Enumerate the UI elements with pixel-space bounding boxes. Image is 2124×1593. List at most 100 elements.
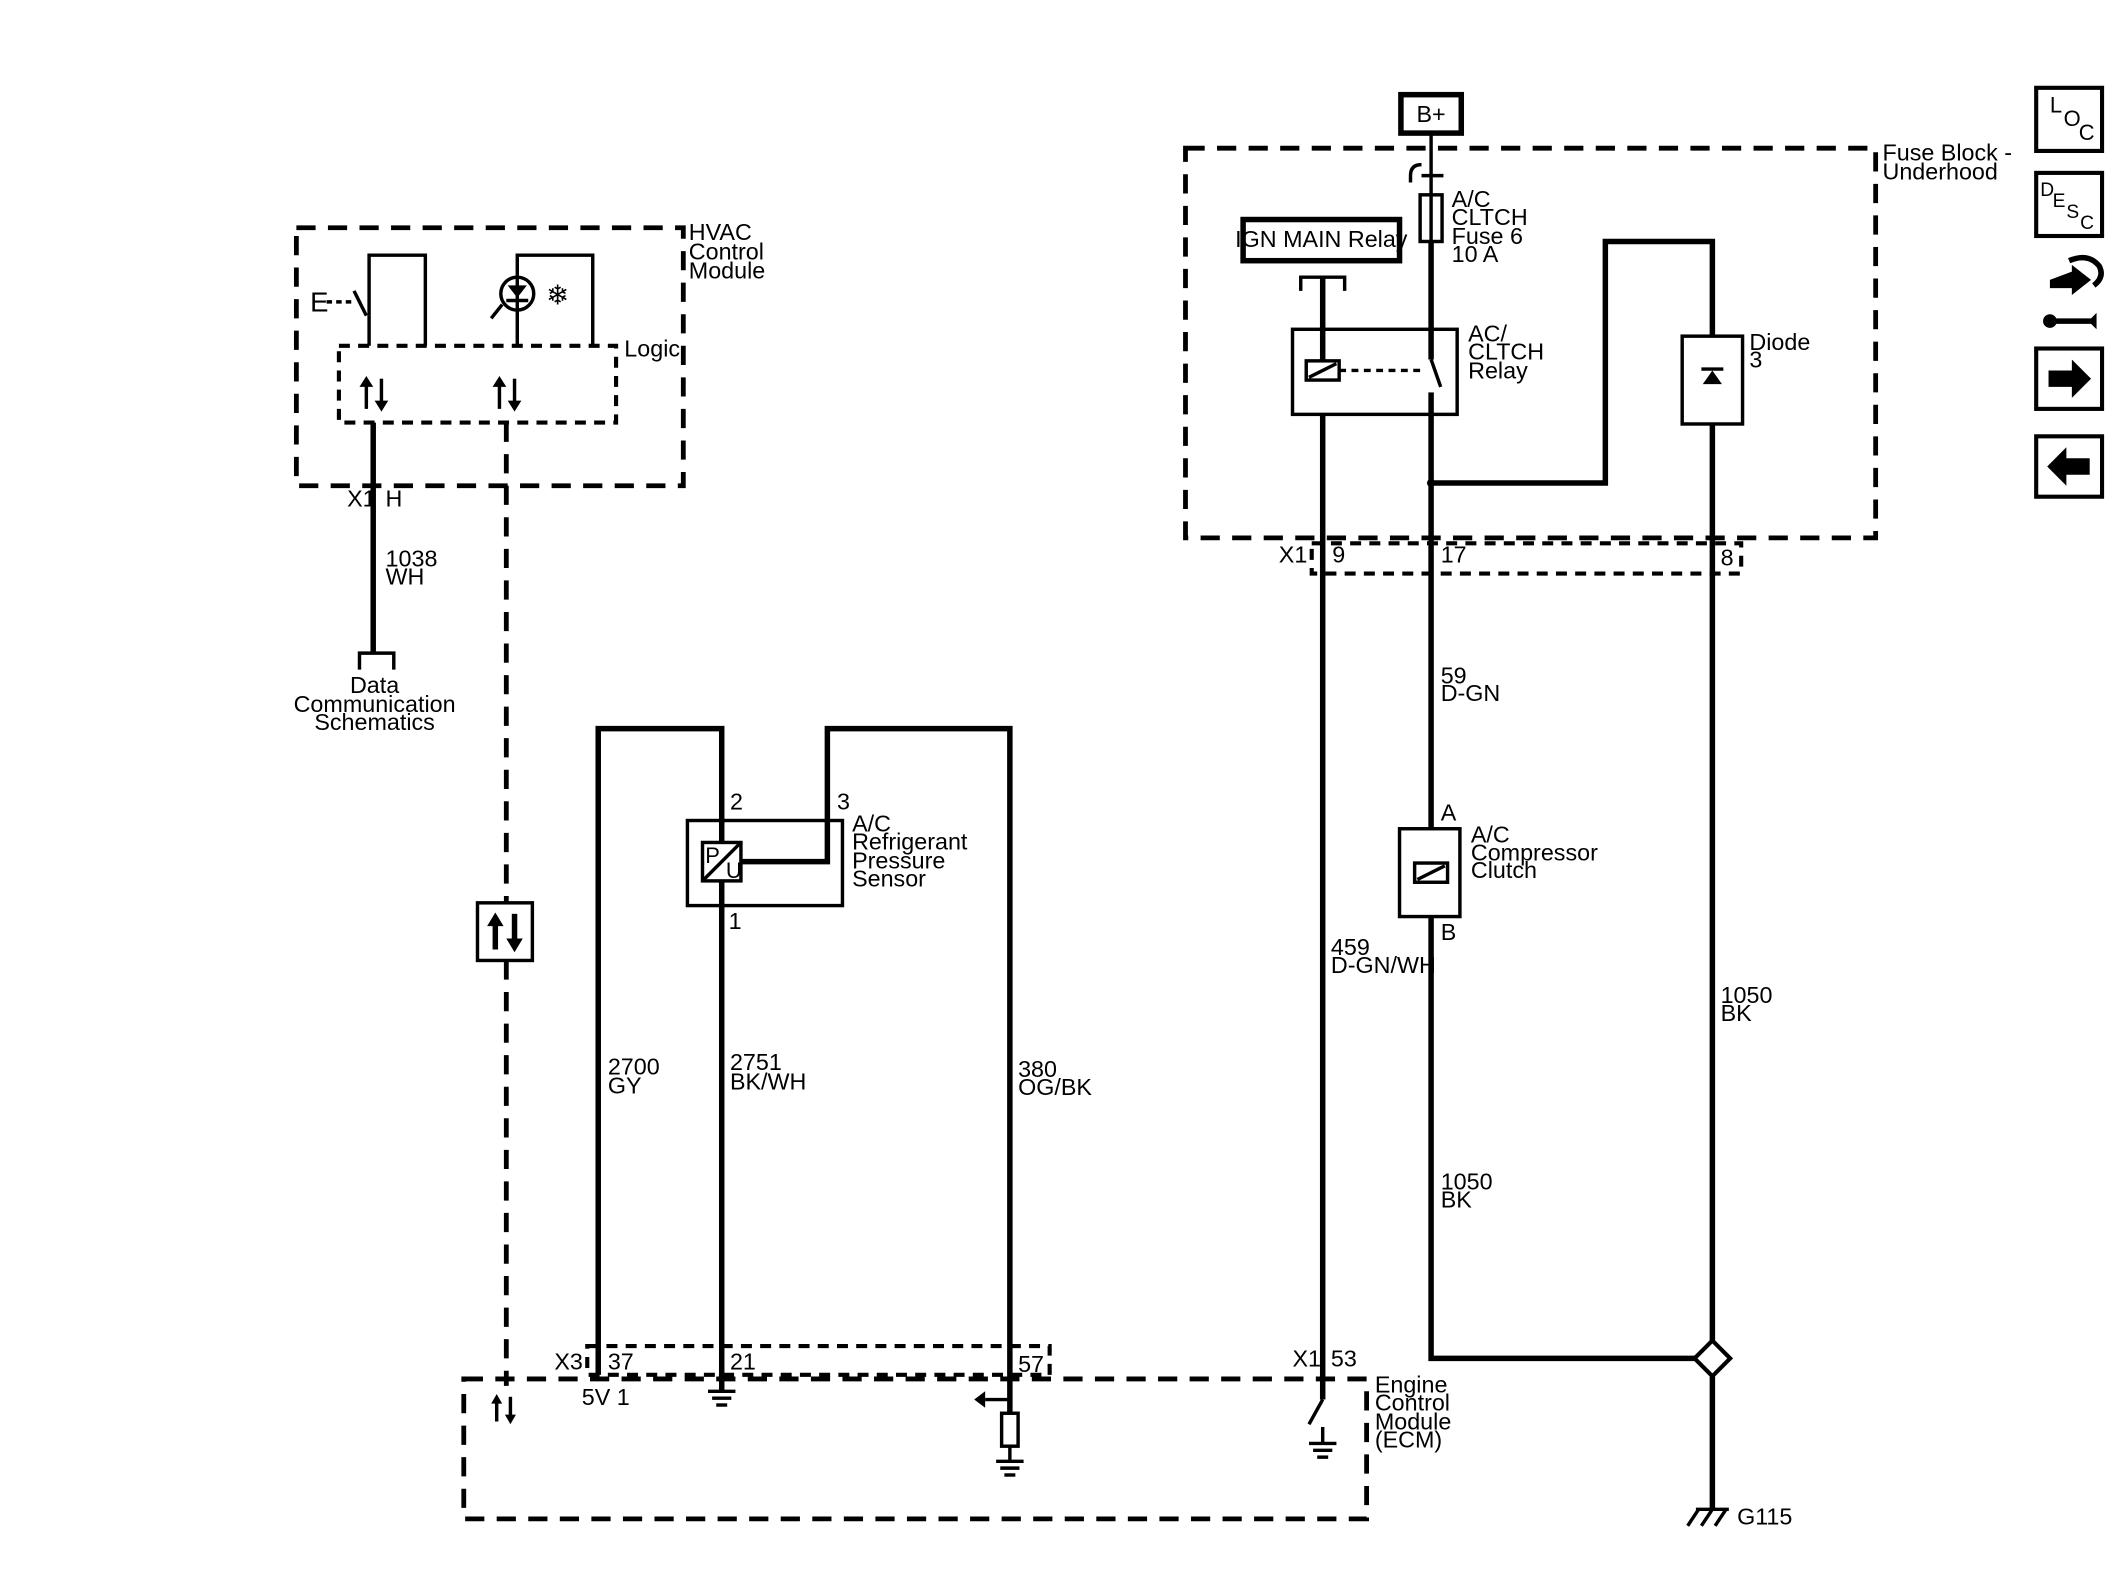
wire-2751-color: BK/WH [730, 1068, 806, 1094]
relay-label-2: CLTCH [1468, 338, 1544, 364]
hvac-e-symbol: E [310, 286, 328, 317]
ecm-x1-label: X1 [1293, 1346, 1322, 1372]
hvac-label-2: Control [689, 238, 764, 264]
driver-switch-icon [1307, 1398, 1325, 1426]
data-comm-symbol [357, 651, 396, 670]
location-button[interactable]: L O C [2034, 85, 2105, 153]
ecm-pin-37: 37 [608, 1348, 634, 1374]
fb-pin-17: 17 [1441, 542, 1467, 568]
clutch-pin-b: B [1441, 919, 1457, 945]
wire-2700 [595, 725, 725, 1375]
hvac-label-3: Module [689, 258, 765, 284]
desc-e: E [2053, 191, 2066, 212]
desc-d: D [2040, 180, 2054, 201]
data-comm-label-2: Communication [294, 691, 456, 717]
desc-c: C [2080, 213, 2094, 234]
sensor-label-4: Sensor [852, 865, 926, 891]
diode-3: Diode 3 [1680, 329, 1810, 426]
serial-data-icon [475, 901, 535, 963]
battery-label: B+ [1417, 101, 1446, 127]
hvac-label-1: HVAC [689, 219, 752, 245]
data-comm-label-3: Schematics [314, 709, 435, 735]
engine-control-module: X3 37 21 57 X1 53 5V 1 Engine Control Mo… [461, 1343, 1451, 1522]
fuse-label-2: CLTCH [1452, 204, 1528, 230]
ecm-label-2: Control [1375, 1390, 1450, 1416]
wire-1050a-color: BK [1441, 1186, 1473, 1212]
ecm-5v-ref: 5V 1 [582, 1384, 630, 1410]
ground-icon [996, 1459, 1024, 1477]
sensor-pin-2: 2 [730, 789, 743, 815]
wire-1050-clutch [1428, 916, 1695, 1362]
ign-main-relay-box [1240, 216, 1403, 264]
sensor-label-3: Pressure [852, 848, 945, 874]
hvac-control-module: E ❄ HVAC Control Module Logic [293, 219, 765, 489]
splice-icon [1691, 1337, 1734, 1380]
wire-380-number: 380 [1018, 1056, 1057, 1082]
wire-459-color: D-GN/WH [1331, 952, 1436, 978]
loc-c: C [2079, 120, 2095, 145]
ground-g115-label: G115 [1737, 1503, 1792, 1529]
resistor-icon [999, 1411, 1020, 1448]
wire-1038-color: WH [386, 564, 425, 590]
wire-2700-color: GY [608, 1073, 642, 1099]
wire-1050b-color: BK [1721, 1000, 1753, 1026]
ac-compressor-clutch: A B A/C Compressor Clutch [1397, 800, 1598, 945]
fb-pin-9: 9 [1332, 542, 1345, 568]
data-arrows-icon [491, 1394, 516, 1425]
desc-s: S [2066, 202, 2079, 223]
wire-380-color: OG/BK [1018, 1074, 1092, 1100]
arrow-right-icon [2048, 359, 2092, 398]
wire-459-number: 459 [1331, 934, 1370, 960]
loc-o: O [2064, 106, 2081, 131]
loc-l: L [2050, 93, 2062, 118]
battery-box [1398, 91, 1465, 136]
sensor-pin-1: 1 [729, 908, 742, 934]
fuse-block-label-1: Fuse Block - [1883, 140, 2013, 166]
ecm-label-4: (ECM) [1375, 1427, 1442, 1453]
ecm-label-1: Engine [1375, 1372, 1448, 1398]
ecm-pin-57: 57 [1018, 1351, 1044, 1377]
ecm-pin-21: 21 [730, 1348, 756, 1374]
relay-label-1: AC/ [1468, 321, 1507, 347]
fb-x1-label: X1 [1279, 542, 1308, 568]
hvac-connector-label: X1 [347, 485, 376, 511]
wire-1050a-number: 1050 [1441, 1169, 1493, 1195]
wire-380 [824, 725, 1013, 1414]
ground-icon [1308, 1441, 1337, 1459]
wire-59-number: 59 [1441, 662, 1467, 688]
data-comm-label-1: Data [350, 672, 399, 698]
sensor-p-label: P [705, 843, 720, 868]
connector-tools-icon [2043, 254, 2104, 330]
fb-pin-8: 8 [1721, 544, 1734, 570]
sensor-pin-3: 3 [837, 789, 850, 815]
diode-feed-wire [1431, 238, 1716, 486]
sensor-label-2: Refrigerant [852, 828, 968, 854]
ecm-pin-53: 53 [1331, 1346, 1357, 1372]
ecm-x3-label: X3 [554, 1348, 583, 1374]
clutch-pin-a: A [1441, 800, 1457, 826]
ac-clutch-relay: AC/ CLTCH Relay [1290, 241, 1544, 417]
sensor-label-1: A/C [852, 810, 891, 836]
description-button[interactable]: D E S C [2034, 170, 2105, 239]
clutch-label-3: Clutch [1471, 857, 1537, 883]
clutch-label-1: A/C [1471, 821, 1510, 847]
fuse-label-4: 10 A [1452, 241, 1499, 267]
sensor-u-label: U [726, 858, 742, 883]
data-arrows-icon [359, 375, 389, 412]
ground-icon [708, 1389, 736, 1407]
fuse-label-3: Fuse 6 [1452, 223, 1523, 249]
next-button[interactable] [2034, 346, 2105, 411]
ecm-label-3: Module [1375, 1409, 1451, 1435]
wire-1050b-number: 1050 [1721, 982, 1773, 1008]
data-arrows-icon [492, 375, 522, 412]
chassis-ground-icon [1686, 1507, 1729, 1527]
snowflake-icon: ❄ [546, 280, 569, 311]
diode-label-1: Diode [1749, 329, 1810, 355]
logic-label: Logic [624, 336, 680, 362]
previous-button[interactable] [2034, 434, 2105, 499]
arrow-left-icon [2047, 447, 2090, 486]
ign-main-relay-label: IGN MAIN Relay [1235, 226, 1408, 252]
connector-tool-button[interactable] [2043, 254, 2104, 330]
wire-2700-number: 2700 [608, 1053, 660, 1079]
